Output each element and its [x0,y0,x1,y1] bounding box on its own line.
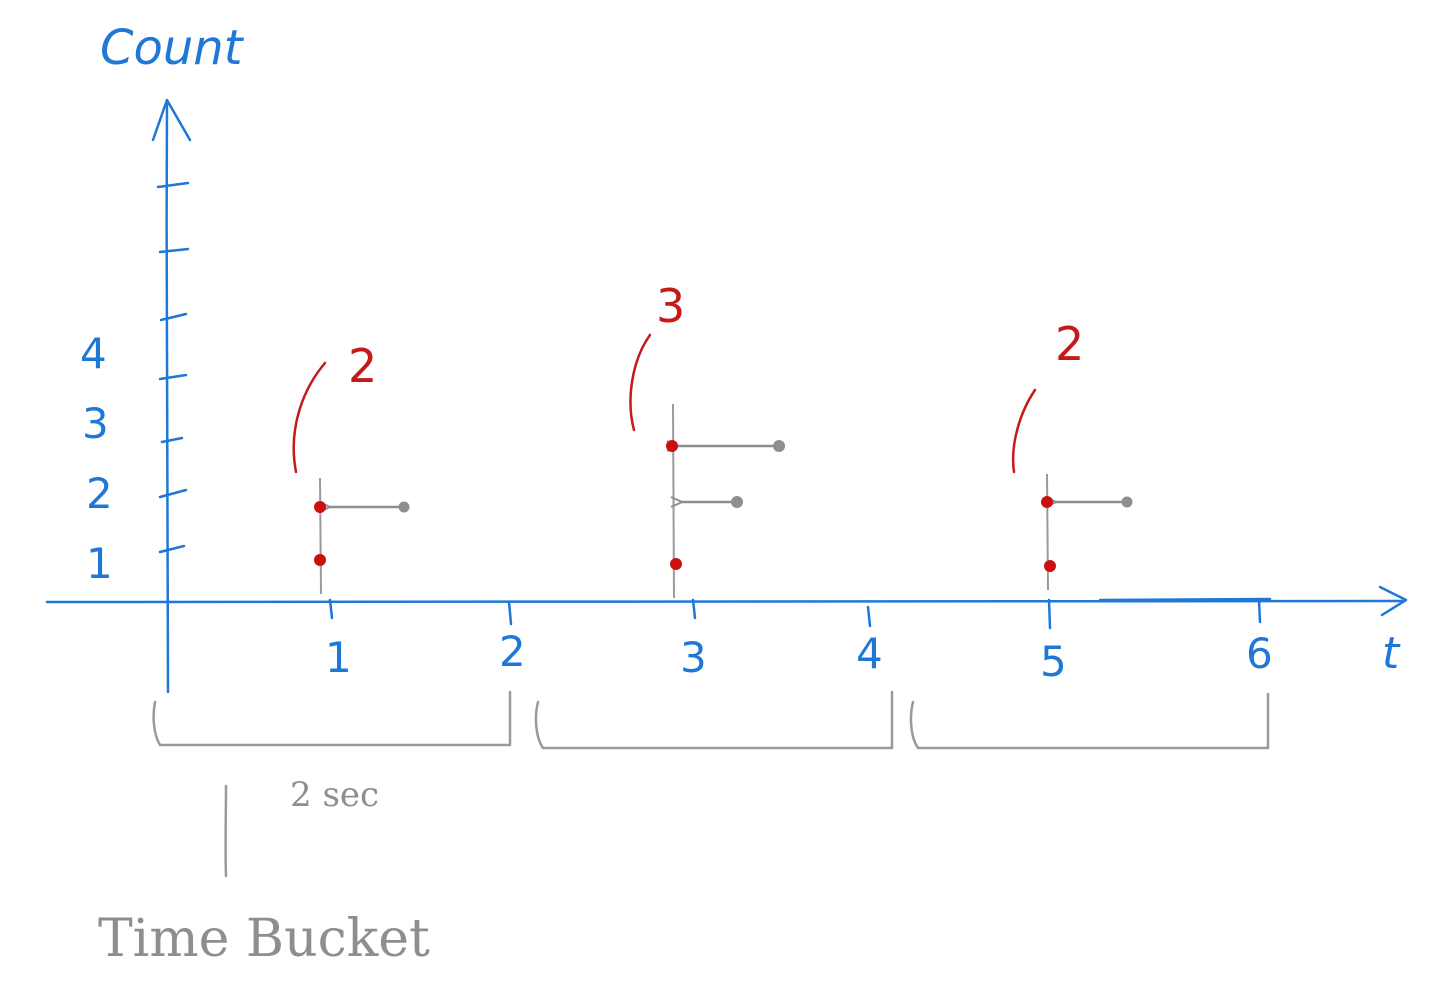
y-axis: Count 1 2 3 4 [80,20,245,694]
bucket-label: Time Bucket [98,909,430,969]
y-tick-label-1: 1 [86,539,113,588]
x-tick-label-3: 3 [680,633,707,682]
y-axis-line [165,100,170,694]
bucket-bracket [909,692,1270,750]
x-axis-arrowhead [1378,585,1408,617]
bucket-3-point [1044,560,1056,572]
bucket-2-count: 3 [656,279,685,333]
y-tick-label-4: 4 [80,329,107,378]
bucket-1-count-leader [292,361,327,474]
bucket-2: 3 [629,279,785,599]
bucket-1-stem [319,477,322,595]
y-tick-label-3: 3 [82,399,109,448]
x-axis-tick [866,605,872,628]
bucket-2-point [666,440,678,452]
bucket-3: 2 [1011,317,1133,591]
bucket-2-arrival-point [773,440,785,452]
x-axis-line [45,599,1407,604]
bucket-1-point [314,501,326,513]
y-axis-tick [158,373,188,381]
bucket-1: 2 [292,339,410,595]
x-tick-label-6: 6 [1246,629,1273,678]
x-axis: 1 2 3 4 5 6 t [45,585,1408,686]
y-axis-tick [160,436,184,444]
x-tick-label-1: 1 [325,633,352,682]
bucket-1-point [314,554,326,566]
bucket-bracket [534,690,894,750]
y-axis-tick [159,312,188,322]
x-tick-label-4: 4 [856,629,883,678]
x-tick-label-5: 5 [1040,637,1067,686]
annotations: 2 sec Time Bucket [98,775,430,969]
x-axis-label: t [1382,628,1401,679]
bucket-3-arrival-point [1121,496,1133,508]
x-axis-tick [1257,598,1262,624]
bucket-3-count-leader [1011,388,1037,474]
x-axis-tick [1047,598,1052,630]
x-axis-tick [507,600,513,626]
bucket-3-count: 2 [1055,317,1084,371]
y-axis-tick [158,488,188,499]
bucket-width-label: 2 sec [290,775,379,815]
bucket-3-stem [1046,473,1049,591]
y-axis-tick [158,247,190,254]
y-axis-arrowhead [151,98,192,142]
bucket-1-arrival-point [398,501,410,513]
bucket-2-arrival-point [731,496,743,508]
bucket-2-count-leader [629,333,652,432]
y-axis-tick [158,544,186,554]
y-axis-label: Count [100,20,245,76]
bucket-2-point [670,558,682,570]
x-tick-label-2: 2 [499,627,526,676]
bucket-bracket [152,690,512,747]
x-axis-line-overdraw [1098,597,1272,602]
y-tick-label-2: 2 [86,469,113,518]
bucket-3-point [1041,496,1053,508]
x-axis-tick [328,598,334,620]
bucket-1-count: 2 [348,339,377,393]
bucket-brackets [152,690,1270,750]
x-axis-tick [691,598,697,620]
y-axis-tick [156,181,190,189]
